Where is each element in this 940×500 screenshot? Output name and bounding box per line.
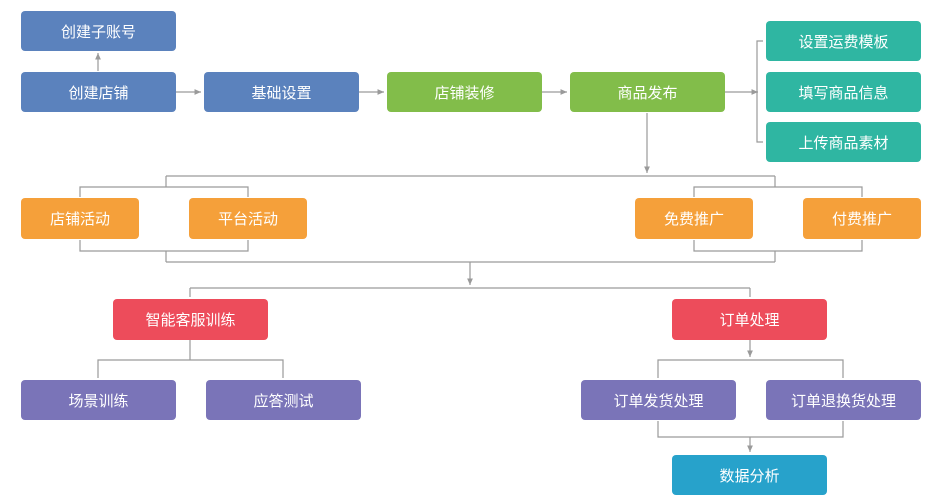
node-order-shipping[interactable]: 订单发货处理 (581, 380, 736, 420)
node-fill-product-info[interactable]: 填写商品信息 (766, 72, 921, 112)
node-platform-activity[interactable]: 平台活动 (189, 198, 307, 239)
node-upload-product-material[interactable]: 上传商品素材 (766, 122, 921, 162)
node-order-processing[interactable]: 订单处理 (672, 299, 827, 340)
node-store-decoration[interactable]: 店铺装修 (387, 72, 542, 112)
node-smart-cs-training[interactable]: 智能客服训练 (113, 299, 268, 340)
node-product-publish[interactable]: 商品发布 (570, 72, 725, 112)
node-create-store[interactable]: 创建店铺 (21, 72, 176, 112)
node-order-return-exchange[interactable]: 订单退换货处理 (766, 380, 921, 420)
node-paid-promotion[interactable]: 付费推广 (803, 198, 921, 239)
node-basic-settings[interactable]: 基础设置 (204, 72, 359, 112)
node-store-activity[interactable]: 店铺活动 (21, 198, 139, 239)
node-set-shipping-template[interactable]: 设置运费模板 (766, 21, 921, 61)
node-data-analysis[interactable]: 数据分析 (672, 455, 827, 495)
node-free-promotion[interactable]: 免费推广 (635, 198, 753, 239)
node-response-test[interactable]: 应答测试 (206, 380, 361, 420)
node-scenario-training[interactable]: 场景训练 (21, 380, 176, 420)
node-create-sub-account[interactable]: 创建子账号 (21, 11, 176, 51)
